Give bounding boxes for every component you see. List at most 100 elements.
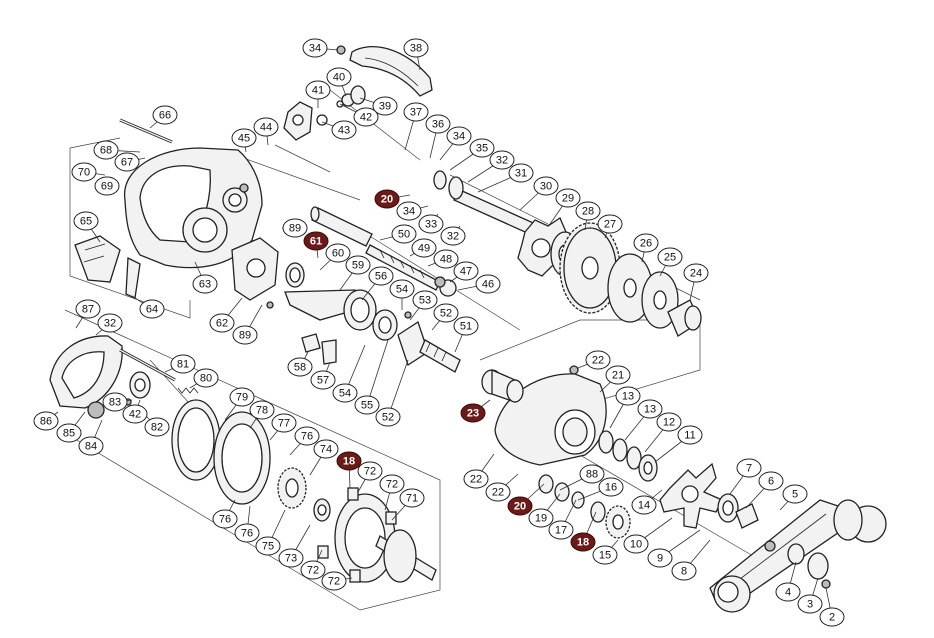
callout-label: 20 xyxy=(514,501,526,513)
part-callout-71: 71 xyxy=(399,488,425,508)
part-callout-21: 21 xyxy=(605,365,631,385)
main-gear-part xyxy=(559,222,621,314)
part-callout-39: 39 xyxy=(372,96,398,116)
callout-bubble xyxy=(234,523,260,543)
callout-bubble xyxy=(255,536,281,556)
callout-bubble xyxy=(313,439,339,459)
part-callout-77: 77 xyxy=(271,413,297,433)
part-callout-66: 66 xyxy=(152,105,178,125)
callout-bubble xyxy=(33,411,59,431)
callout-label: 63 xyxy=(199,279,211,291)
part-callout-75: 75 xyxy=(255,536,281,556)
part-callout-54: 54 xyxy=(332,383,358,403)
part-callout-41: 41 xyxy=(305,80,331,100)
part-callout-52: 52 xyxy=(433,303,459,323)
callout-label: 89 xyxy=(239,330,251,342)
callout-bubble xyxy=(656,412,682,432)
callout-bubble xyxy=(570,532,596,552)
callout-label: 19 xyxy=(535,513,547,525)
callout-bubble xyxy=(575,201,601,221)
callout-label: 76 xyxy=(219,514,231,526)
callout-bubble xyxy=(463,469,489,489)
callout-label: 70 xyxy=(78,167,90,179)
callout-bubble xyxy=(278,548,304,568)
part-callout-47: 47 xyxy=(453,261,479,281)
callout-label: 85 xyxy=(63,428,75,440)
callout-label: 18 xyxy=(343,456,355,468)
part-callout-32: 32 xyxy=(489,150,515,170)
callout-bubble xyxy=(631,495,657,515)
callout-label: 3 xyxy=(807,599,813,611)
callout-bubble xyxy=(232,325,258,345)
callout-label: 52 xyxy=(382,412,394,424)
part-callout-22: 22 xyxy=(585,350,611,370)
part-callout-9: 9 xyxy=(647,548,673,568)
callout-bubble xyxy=(353,107,379,127)
callout-label: 39 xyxy=(379,101,391,113)
callout-bubble xyxy=(485,482,511,502)
part-callout-34: 34 xyxy=(396,201,422,221)
part-callout-2: 2 xyxy=(819,607,845,627)
callout-bubble xyxy=(489,150,515,170)
part-callout-65: 65 xyxy=(73,211,99,231)
callout-bubble xyxy=(231,128,257,148)
callout-label: 71 xyxy=(406,493,418,505)
part-callout-19: 19 xyxy=(528,508,554,528)
callout-label: 28 xyxy=(582,206,594,218)
callout-bubble xyxy=(139,299,165,319)
part-callout-50: 50 xyxy=(391,224,417,244)
spool-cover-part xyxy=(171,399,271,505)
callout-bubble xyxy=(758,471,784,491)
callout-label: 37 xyxy=(410,107,422,119)
callout-bubble xyxy=(372,96,398,116)
leader-line xyxy=(387,359,409,418)
callout-label: 79 xyxy=(236,392,248,404)
part-callout-80: 80 xyxy=(193,368,219,388)
callout-bubble xyxy=(797,594,823,614)
callout-label: 48 xyxy=(440,254,452,266)
part-callout-79: 79 xyxy=(229,387,255,407)
callout-label: 52 xyxy=(440,308,452,320)
callout-label: 34 xyxy=(453,131,465,143)
callout-bubble xyxy=(144,417,170,437)
part-callout-7: 7 xyxy=(736,458,762,478)
part-callout-72: 72 xyxy=(321,571,347,591)
callout-bubble xyxy=(152,105,178,125)
callout-bubble xyxy=(253,117,279,137)
callout-label: 36 xyxy=(432,119,444,131)
callout-bubble xyxy=(73,211,99,231)
callout-bubble xyxy=(446,126,472,146)
callout-label: 77 xyxy=(278,418,290,430)
callout-label: 15 xyxy=(599,550,611,562)
part-callout-74: 74 xyxy=(313,439,339,459)
callout-bubble xyxy=(411,238,437,258)
part-callout-26: 26 xyxy=(633,233,659,253)
callout-bubble xyxy=(533,176,559,196)
part-callout-18: 18 xyxy=(336,451,362,471)
callout-bubble xyxy=(93,140,119,160)
part-callout-29: 29 xyxy=(555,188,581,208)
callout-bubble xyxy=(379,474,405,494)
part-callout-33: 33 xyxy=(418,214,444,234)
callout-label: 9 xyxy=(657,553,663,565)
callout-bubble xyxy=(303,231,329,251)
part-callout-20: 20 xyxy=(374,189,400,209)
callout-label: 27 xyxy=(604,219,616,231)
drag-stack-part xyxy=(598,430,658,482)
part-callout-59: 59 xyxy=(345,255,371,275)
callout-bubble xyxy=(412,290,438,310)
callout-label: 46 xyxy=(482,279,494,291)
callout-bubble xyxy=(122,404,148,424)
callout-label: 83 xyxy=(109,397,121,409)
part-callout-23: 23 xyxy=(460,403,486,423)
side-plate-right-part xyxy=(494,365,607,466)
callout-label: 75 xyxy=(262,541,274,553)
part-callout-11: 11 xyxy=(677,425,703,445)
part-callout-34: 34 xyxy=(302,38,328,58)
part-callout-6: 6 xyxy=(758,471,784,491)
callout-label: 54 xyxy=(339,388,351,400)
callout-bubble xyxy=(192,274,218,294)
part-callout-46: 46 xyxy=(475,274,501,294)
callout-bubble xyxy=(453,261,479,281)
